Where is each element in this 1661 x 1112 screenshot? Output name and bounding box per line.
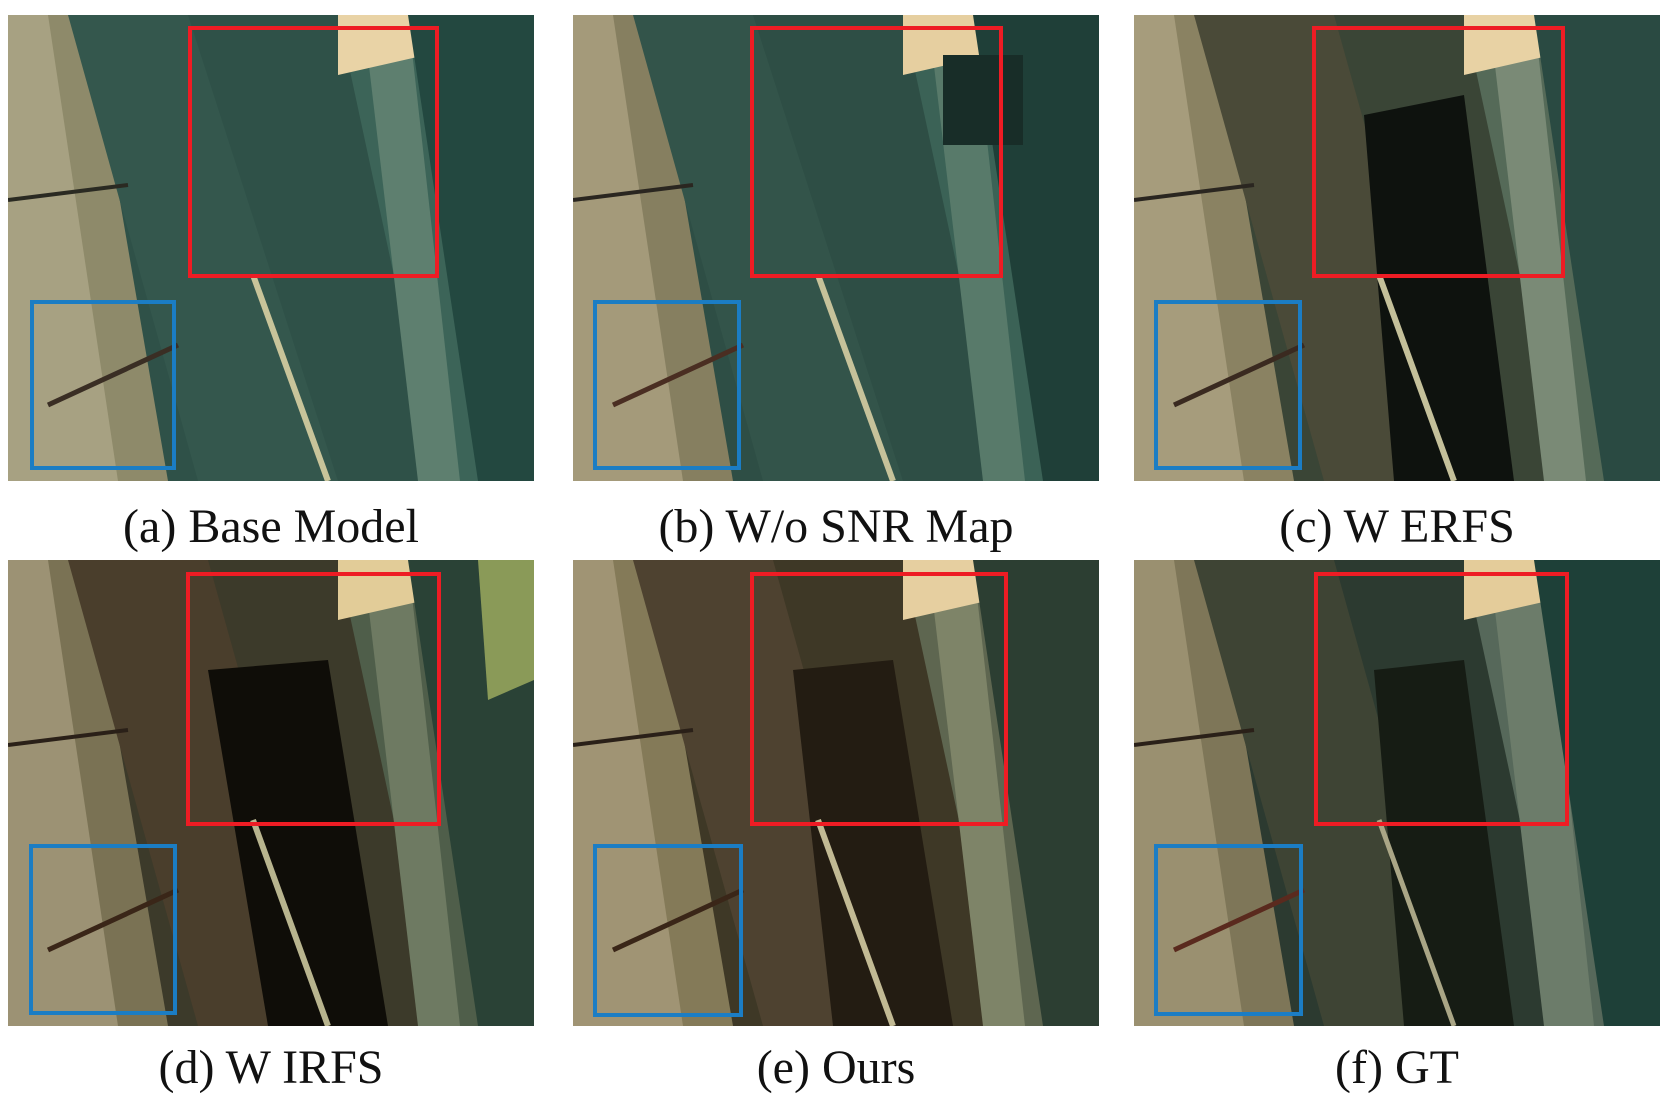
caption-c: (c) W ERFS	[1279, 500, 1515, 553]
scene-image	[1134, 15, 1660, 481]
zoom-box-red	[1312, 26, 1565, 278]
zoom-box-red	[750, 26, 1003, 278]
zoom-box-red	[750, 572, 1008, 826]
scene-image	[8, 15, 534, 481]
caption-a: (a) Base Model	[123, 500, 419, 553]
zoom-box-blue	[1154, 844, 1303, 1016]
panel-image	[1134, 560, 1660, 1026]
panel-a	[8, 15, 534, 481]
panel-e	[573, 560, 1099, 1026]
zoom-box-blue	[29, 844, 177, 1015]
panel-image	[1134, 15, 1660, 481]
caption-b: (b) W/o SNR Map	[658, 500, 1014, 553]
caption-d: (d) W IRFS	[158, 1041, 384, 1094]
zoom-box-red	[186, 572, 441, 826]
panel-f	[1134, 560, 1660, 1026]
scene-image	[1134, 560, 1660, 1026]
zoom-box-red	[1314, 572, 1569, 826]
zoom-box-blue	[30, 300, 176, 470]
scene-image	[573, 15, 1099, 481]
panel-image	[8, 560, 534, 1026]
zoom-box-blue	[1154, 300, 1302, 470]
caption-f: (f) GT	[1335, 1041, 1459, 1094]
caption-e: (e) Ours	[756, 1041, 916, 1094]
panel-b	[573, 15, 1099, 481]
zoom-box-red	[188, 26, 439, 278]
panel-image	[573, 15, 1099, 481]
panel-d	[8, 560, 534, 1026]
panel-image	[8, 15, 534, 481]
panel-c	[1134, 15, 1660, 481]
zoom-box-blue	[593, 300, 741, 470]
panel-image	[573, 560, 1099, 1026]
zoom-box-blue	[593, 844, 743, 1017]
